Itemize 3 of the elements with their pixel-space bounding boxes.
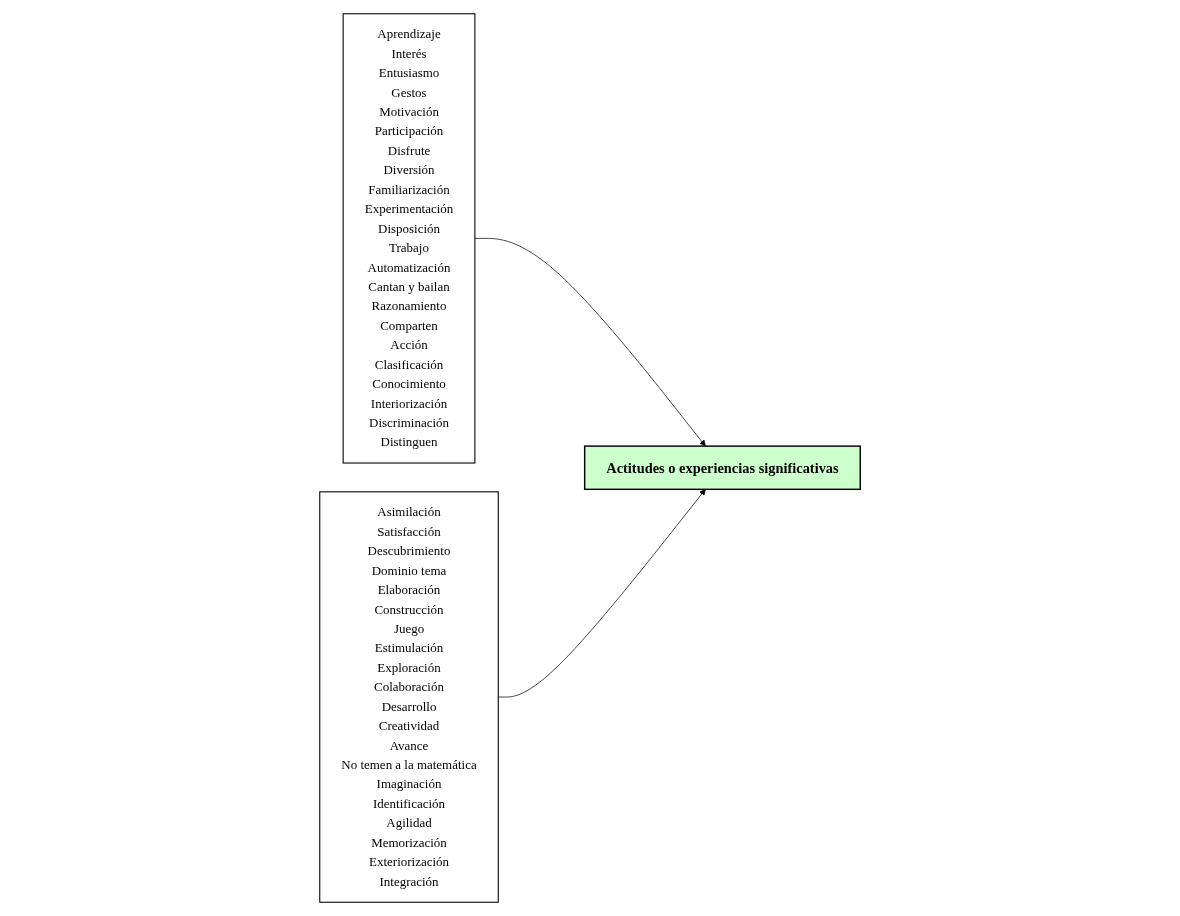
node-box: Actitudes o experiencias significativas (583, 445, 861, 491)
node-box: Aprendizaje Interés Entusiasmo Gestos Motivación Participación Disfrute Diversión Familiarización Experimentación Disposición Trabajo Automatización Cantan y bailan Razonamiento Comparten Acción Clasificación Conocimiento Interiorización Discriminación Distinguen (342, 13, 476, 464)
node-box: Asimilación Satisfacción Descubrimiento Dominio tema Elaboración Construcción Juego Estimulación Exploración Colaboración Desarrollo Creatividad Avance No temen a la matemática Imaginación Identificación Agilidad Memorización Exteriorización Integración (319, 491, 499, 903)
